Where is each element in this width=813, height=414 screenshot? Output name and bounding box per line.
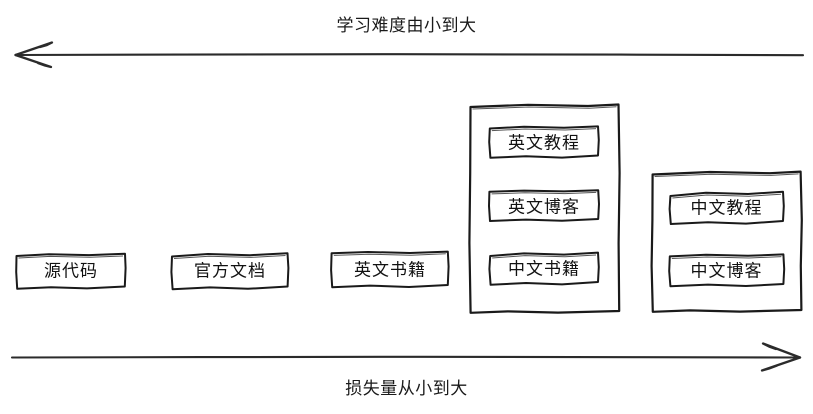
group-container-english-tutorials[interactable]: 英文教程 英文博客 中文书籍 xyxy=(468,103,621,314)
node-box-chinese-blog[interactable]: 中文博客 xyxy=(668,253,786,289)
node-label: 中文博客 xyxy=(690,261,763,281)
node-label: 英文书籍 xyxy=(354,260,426,280)
top-axis-label: 学习难度由小到大 xyxy=(336,16,477,35)
node-label: 官方文档 xyxy=(194,261,266,281)
node-box-source-code[interactable]: 源代码 xyxy=(15,252,127,290)
group-container-chinese-tutorials[interactable]: 中文教程 中文博客 xyxy=(650,170,803,313)
node-label: 中文教程 xyxy=(690,198,763,218)
node-box-english-blog[interactable]: 英文博客 xyxy=(488,189,600,224)
node-label: 英文教程 xyxy=(508,133,580,152)
node-box-chinese-tutorial[interactable]: 中文教程 xyxy=(668,190,785,226)
node-box-english-books[interactable]: 英文书籍 xyxy=(330,250,450,290)
bottom-axis-label: 损失量从小到大 xyxy=(345,379,468,398)
left-arrow-icon xyxy=(14,41,805,69)
node-label: 英文博客 xyxy=(508,197,580,216)
node-box-official-docs[interactable]: 官方文档 xyxy=(170,251,290,291)
node-label: 中文书籍 xyxy=(508,259,580,279)
node-box-english-tutorial[interactable]: 英文教程 xyxy=(488,125,600,160)
right-arrow-icon xyxy=(10,342,802,372)
node-box-chinese-books[interactable]: 中文书籍 xyxy=(488,251,600,287)
node-label: 源代码 xyxy=(44,261,98,281)
